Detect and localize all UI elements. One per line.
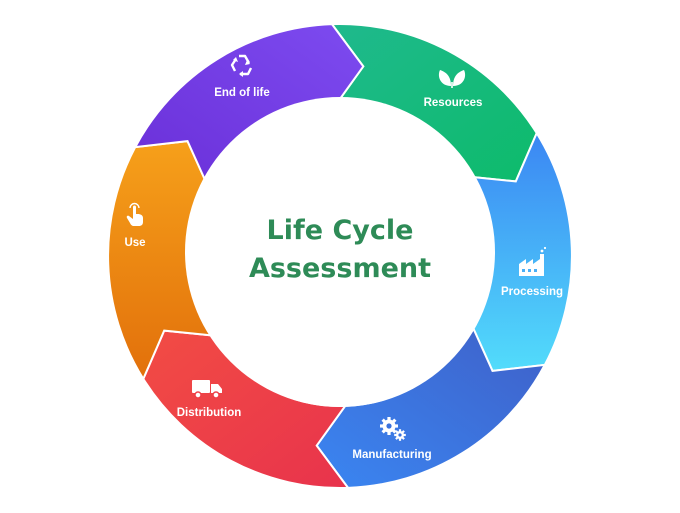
stage-label-use: Use [124,237,145,249]
center-disc [185,97,495,407]
stage-label-distribution: Distribution [177,407,242,419]
center-title-line2: Assessment [249,253,431,284]
leaves-icon [438,70,466,88]
stage-label-manufacturing: Manufacturing [352,449,431,461]
factory-icon [519,246,547,276]
recycle-icon [230,54,253,77]
delivery-truck-icon [192,380,222,399]
stage-label-resources: Resources [424,97,483,109]
stage-label-end-of-life: End of life [214,87,270,99]
tap-hand-icon [126,202,143,226]
stage-label-processing: Processing [501,286,563,298]
center-title-line1: Life Cycle [267,215,414,246]
gears-icon [380,417,406,441]
